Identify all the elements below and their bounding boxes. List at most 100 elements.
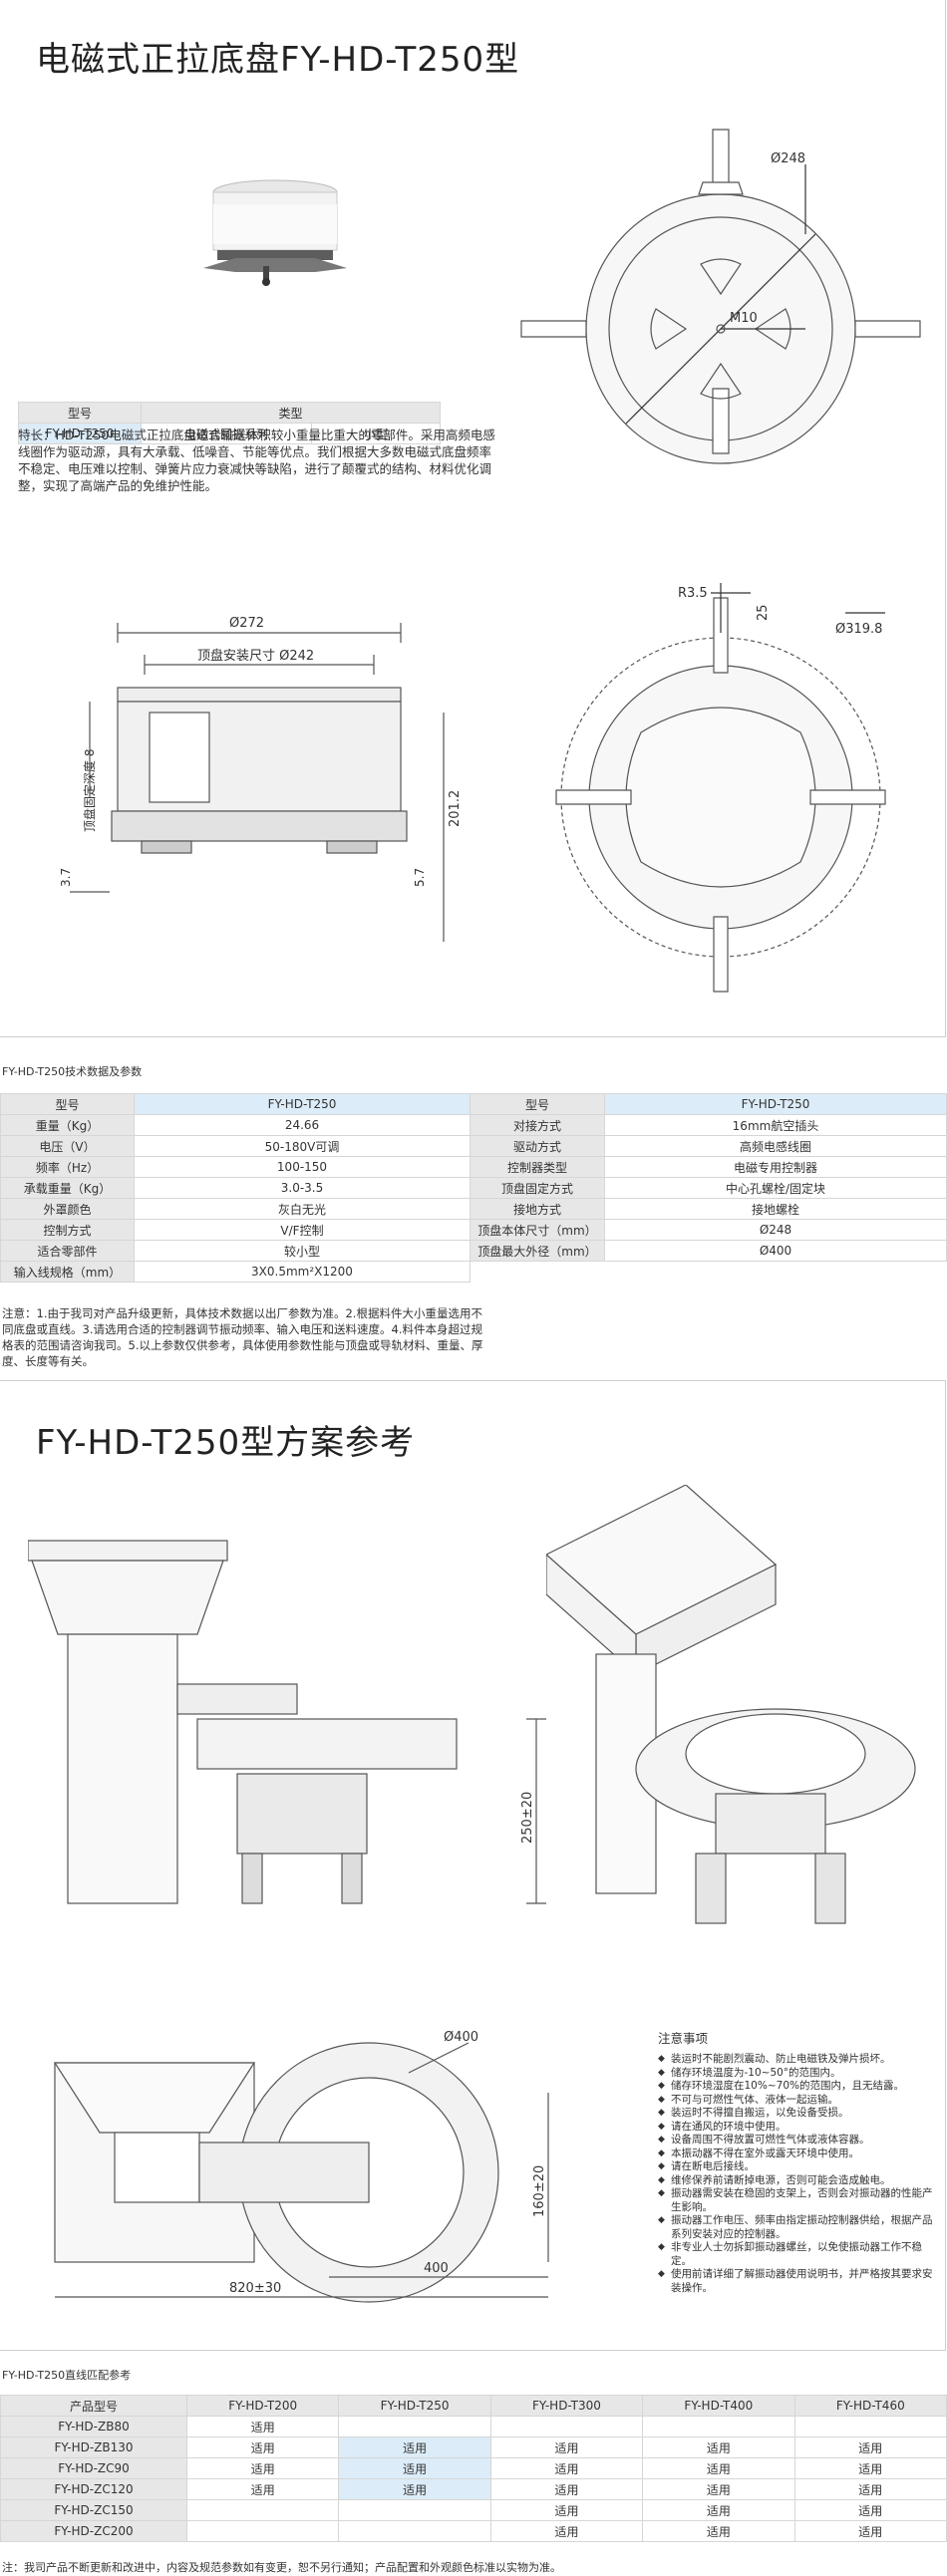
spec-label: 接地方式 [470,1198,605,1220]
dim-d272: Ø272 [229,616,264,631]
compat-cell: 适用 [489,2520,644,2542]
note-item: 装运时不能剧烈震动、防止电磁铁及弹片损坏。 [658,2053,935,2067]
page-title: 电磁式正拉底盘FY-HD-T250型 [36,40,520,80]
spec-label: 控制器类型 [470,1156,605,1178]
spec-value: 中心孔螺栓/固定块 [604,1177,947,1199]
note-item: 维修保养前请断掉电源，否则可能会造成触电。 [658,2174,935,2188]
note-item: 非专业人士勿拆卸振动器螺丝，以免使振动器工作不稳定。 [658,2241,935,2268]
specs-row: 外罩颜色 灰白无光 接地方式 接地螺栓 [0,1198,947,1220]
compat-row: FY-HD-ZB130 适用 适用 适用 适用 适用 [0,2436,947,2458]
dim-d3198: Ø319.8 [835,622,882,637]
note-item: 振动器工作电压、频率由指定振动控制器供给，根据产品系列安装对应的控制器。 [658,2214,935,2241]
compat-model: FY-HD-ZB80 [0,2416,187,2437]
specs-row: 控制方式 V/F控制 顶盘本体尺寸（mm） Ø248 [0,1219,947,1241]
compat-cell: 适用 [338,2457,491,2479]
note-item: 请在断电后接线。 [658,2160,935,2174]
compat-cell [489,2416,644,2437]
type-table-header-model: 型号 [18,402,142,424]
compat-caption: FY-HD-T250直线匹配参考 [2,2369,132,2382]
side-view-drawing: Ø272 顶盘安装尺寸 Ø242 顶盘固定深度 8 201.2 3.7 5.7 [50,583,478,952]
compat-cell: 适用 [185,2436,340,2458]
compat-header: FY-HD-T300 [489,2395,644,2417]
note-item: 请在通风的环境中使用。 [658,2121,935,2135]
specs-row: 重量（Kg） 24.66 对接方式 16mm航空插头 [0,1114,947,1136]
spec-label: 型号 [0,1093,135,1115]
spec-value: 灰白无光 [134,1198,471,1220]
spec-value: Ø248 [604,1219,947,1241]
compat-cell: 适用 [793,2457,947,2479]
top-view-drawing: Ø248 M10 [506,125,935,468]
spec-label: 承载重量（Kg） [0,1177,135,1199]
spec-value: 24.66 [134,1114,471,1136]
compat-row: FY-HD-ZB80 适用 [0,2416,947,2437]
dim-h2012: 201.2 [448,790,463,827]
compat-cell [185,2520,340,2542]
footer-note: 注：我司产品不断更新和改进中，内容及规范参数如有变更，恕不另行通知；产品配置和外… [2,2561,561,2574]
compat-row: FY-HD-ZC150 适用 适用 适用 [0,2499,947,2521]
compat-cell: 适用 [338,2436,491,2458]
product-description: 特长：HD-T250电磁式正拉底盘适合输送体积较小重量比重大的零部件。采用高频电… [18,428,495,493]
dim-h250: 250±20 [520,1792,535,1844]
product-photo [195,174,355,289]
compat-cell: 适用 [489,2499,644,2521]
specs-caption: FY-HD-T250技术数据及参数 [2,1065,143,1078]
spec-label: 重量（Kg） [0,1114,135,1136]
compat-header: FY-HD-T200 [185,2395,340,2417]
spec-value: FY-HD-T250 [134,1093,471,1115]
spec-label: 驱动方式 [470,1135,605,1157]
dim-r35: R3.5 [678,586,708,601]
spec-label: 顶盘本体尺寸（mm） [470,1219,605,1241]
compat-model: FY-HD-ZC200 [0,2520,187,2542]
type-table-series: 电磁式圆振系列 [141,423,312,444]
bottom-view-drawing: R3.5 25 Ø319.8 [546,573,935,1011]
compat-cell [338,2416,491,2437]
compat-cell [338,2499,491,2521]
notes-list: 装运时不能剧烈震动、防止电磁铁及弹片损坏。 储存环境温度为-10~50°的范围内… [658,2053,935,2295]
spec-value: 3X0.5mm²X1200 [134,1261,471,1283]
compat-header: FY-HD-T460 [793,2395,947,2417]
compat-cell: 适用 [185,2416,340,2437]
dim-d248: Ø248 [771,151,805,166]
spec-value: FY-HD-T250 [604,1093,947,1115]
compat-header-row: 产品型号 FY-HD-T200 FY-HD-T250 FY-HD-T300 FY… [0,2395,947,2417]
dim-depth8: 顶盘固定深度 8 [82,749,97,832]
compat-cell: 适用 [793,2478,947,2500]
compat-row: FY-HD-ZC120 适用 适用 适用 适用 适用 [0,2478,947,2500]
compat-cell: 适用 [642,2478,795,2500]
compat-model: FY-HD-ZC150 [0,2499,187,2521]
specs-note: 注意：1.由于我司对产品升级更新，具体技术数据以出厂参数为准。2.根据料件大小重… [2,1306,483,1368]
spec-value: 电磁专用控制器 [604,1156,947,1178]
type-table-model: FY-HD-T250 [18,423,142,444]
dim-h160: 160±20 [532,2165,547,2217]
dim-m10: M10 [730,311,758,326]
compat-cell: 适用 [185,2457,340,2479]
compat-cell: 适用 [642,2457,795,2479]
compat-cell: 适用 [793,2499,947,2521]
spec-label: 顶盘固定方式 [470,1177,605,1199]
compat-header: FY-HD-T250 [338,2395,491,2417]
compat-header: FY-HD-T400 [642,2395,795,2417]
note-item: 使用前请详细了解振动器使用说明书，并严格按其要求安装操作。 [658,2268,935,2295]
dim-d400: Ø400 [444,2030,478,2045]
spec-label: 输入线规格（mm） [0,1261,135,1283]
specs-row: 频率（Hz） 100-150 控制器类型 电磁专用控制器 [0,1156,947,1178]
scheme-title: FY-HD-T250型方案参考 [36,1423,416,1463]
spec-value: 高频电感线圈 [604,1135,947,1157]
dim-d242: 顶盘安装尺寸 Ø242 [197,648,314,664]
compat-model: FY-HD-ZB130 [0,2436,187,2458]
spec-value: 100-150 [134,1156,471,1178]
spec-label: 顶盘最大外径（mm） [470,1240,605,1262]
compat-cell: 适用 [489,2436,644,2458]
specs-row: 输入线规格（mm） 3X0.5mm²X1200 [0,1261,947,1283]
dim-25: 25 [756,604,771,621]
compat-cell: 适用 [185,2478,340,2500]
compat-cell [793,2416,947,2437]
type-table-size: 小型 [311,423,441,444]
compat-cell: 适用 [338,2478,491,2500]
spec-value: 接地螺栓 [604,1198,947,1220]
compat-row: FY-HD-ZC90 适用 适用 适用 适用 适用 [0,2457,947,2479]
note-item: 不可与可燃性气体、液体一起运输。 [658,2094,935,2108]
notes-title: 注意事项 [658,2031,709,2046]
compat-cell: 适用 [642,2499,795,2521]
spec-value: 3.0-3.5 [134,1177,471,1199]
